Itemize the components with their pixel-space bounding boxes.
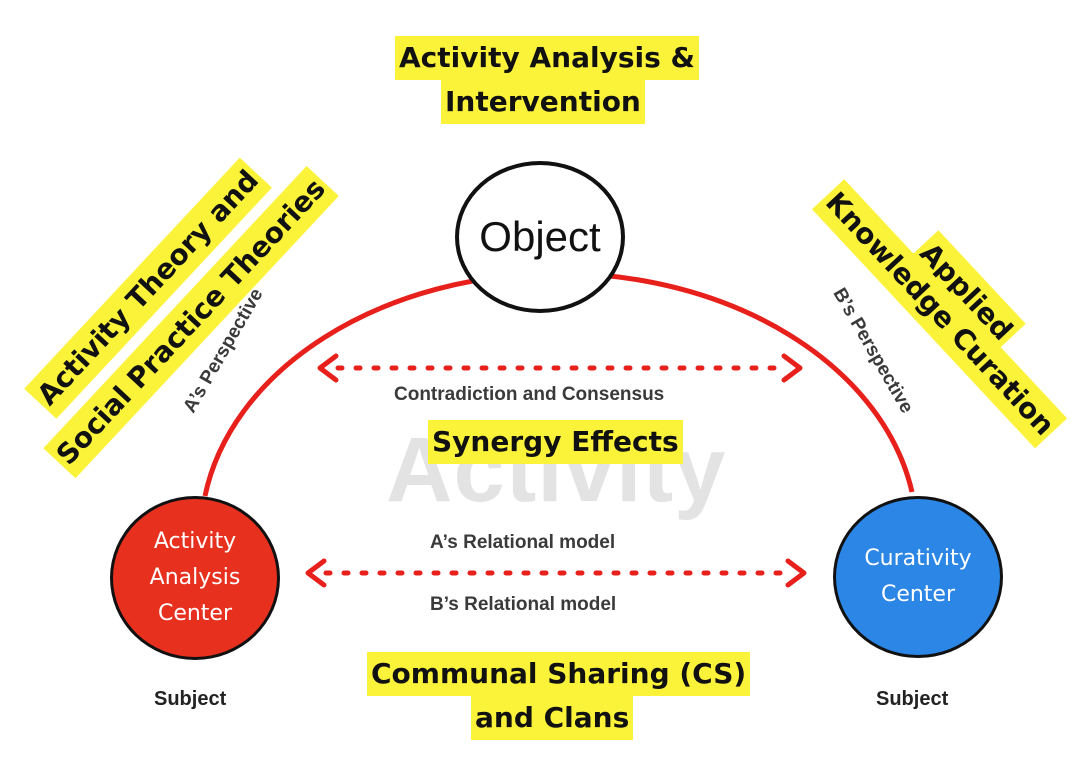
activity-analysis-center-node: Activity Analysis Center	[110, 496, 280, 660]
relational-arrow	[305, 558, 807, 588]
right-node-line1: Curativity	[864, 546, 972, 571]
contradiction-label: Contradiction and Consensus	[394, 384, 665, 405]
object-label: Object	[479, 213, 601, 260]
heading-bottom-line1: Communal Sharing (CS)	[367, 652, 751, 696]
contradiction-arrow	[317, 353, 803, 383]
object-node: Object	[455, 161, 625, 313]
left-node-line2: Analysis	[149, 565, 241, 590]
subject-left-label: Subject	[154, 688, 227, 710]
heading-bottom-line2: and Clans	[471, 696, 634, 740]
left-node-line1: Activity	[153, 529, 237, 554]
heading-synergy: Synergy Effects	[428, 420, 683, 464]
left-node-line3: Center	[157, 601, 233, 626]
subject-right-label: Subject	[876, 688, 949, 710]
heading-top-line2: Intervention	[441, 80, 645, 124]
curativity-center-node: Curativity Center	[833, 496, 1003, 658]
right-node-line2: Center	[880, 582, 956, 607]
b-relational-label: B’s Relational model	[430, 594, 617, 615]
a-relational-label: A’s Relational model	[430, 532, 616, 553]
heading-top-line1: Activity Analysis &	[395, 36, 699, 80]
